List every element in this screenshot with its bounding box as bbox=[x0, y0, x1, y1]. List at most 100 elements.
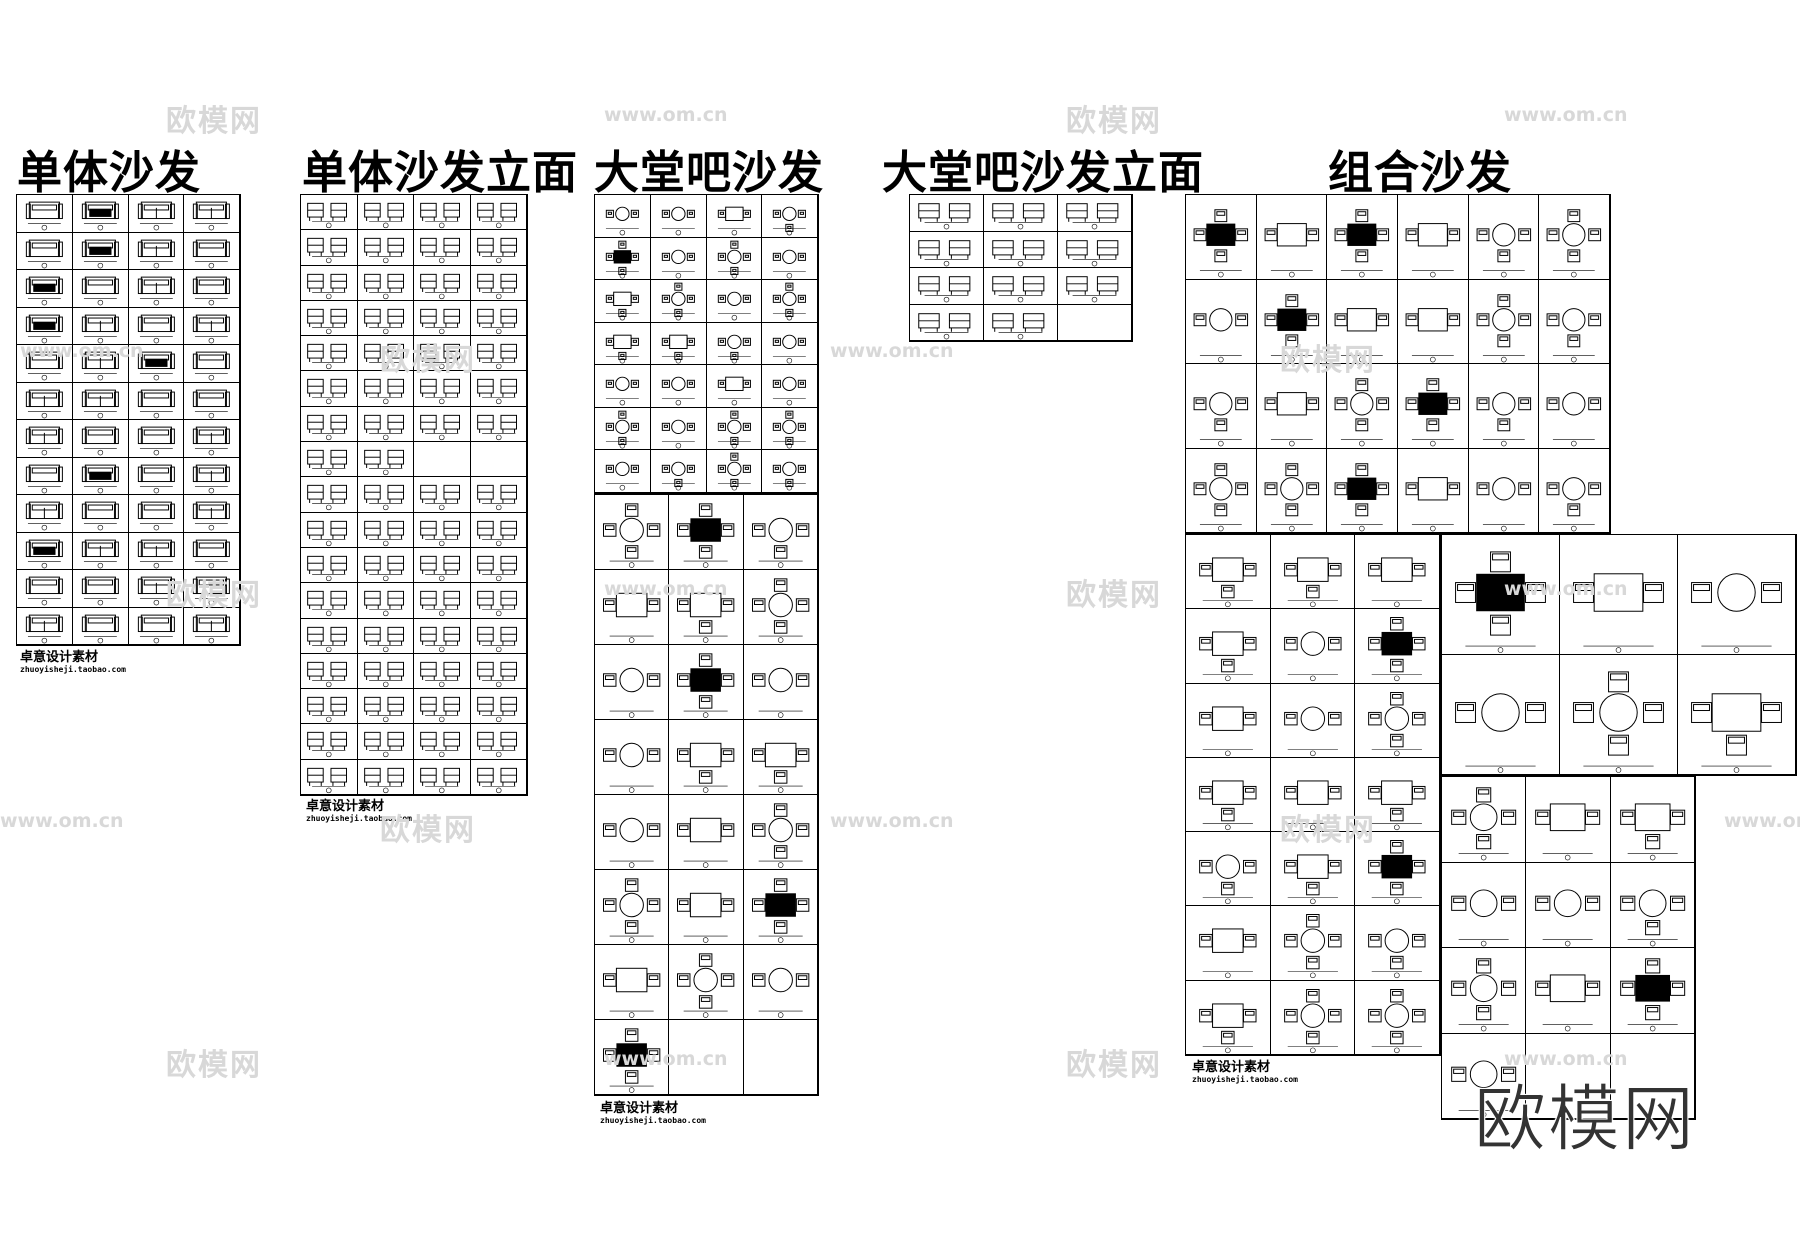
drawing-cell bbox=[595, 945, 670, 1020]
drawing-cell bbox=[1610, 1033, 1695, 1119]
credit-single-sofa: 卓意设计素材 zhuoyisheji.taobao.com bbox=[20, 651, 126, 675]
drawing-cell bbox=[1397, 195, 1469, 280]
drawing-cell bbox=[1539, 364, 1610, 449]
drawing-cell bbox=[301, 406, 358, 443]
furniture-plan-drawing bbox=[773, 462, 807, 491]
drawing-cell bbox=[595, 645, 670, 720]
furniture-plan-drawing bbox=[1066, 203, 1119, 230]
drawing-cell bbox=[1526, 1033, 1611, 1119]
furniture-plan-drawing bbox=[661, 282, 695, 321]
furniture-plan-drawing bbox=[1476, 392, 1531, 447]
furniture-plan-drawing bbox=[307, 520, 348, 546]
drawing-cell bbox=[470, 371, 527, 407]
drawing-cell bbox=[669, 720, 744, 795]
title-lobby-bar-sofa: 大堂吧沙发 bbox=[594, 146, 825, 199]
drawing-cell bbox=[357, 547, 414, 584]
furniture-plan-drawing bbox=[420, 626, 461, 652]
drawing-cell bbox=[706, 195, 763, 238]
drawing-cell bbox=[17, 345, 73, 383]
drawing-cell bbox=[1058, 231, 1132, 268]
furniture-plan-drawing bbox=[193, 389, 231, 418]
furniture-plan-drawing bbox=[81, 539, 119, 568]
furniture-plan-drawing bbox=[1535, 974, 1601, 1032]
furniture-plan-drawing bbox=[476, 732, 517, 758]
drawing-cell bbox=[1526, 777, 1611, 863]
drawing-cell bbox=[470, 689, 527, 725]
watermark-url: www.om.cn bbox=[1724, 810, 1800, 832]
drawing-cell bbox=[1270, 980, 1356, 1055]
furniture-plan-drawing bbox=[25, 614, 63, 643]
furniture-plan-drawing bbox=[918, 276, 971, 303]
furniture-plan-drawing bbox=[605, 376, 639, 406]
drawing-cell bbox=[414, 618, 471, 654]
drawing-cell bbox=[706, 322, 763, 366]
furniture-plan-drawing bbox=[420, 238, 461, 264]
furniture-plan-drawing bbox=[1368, 928, 1426, 979]
furniture-plan-drawing bbox=[476, 555, 517, 582]
drawing-cell bbox=[1442, 535, 1560, 655]
furniture-plan-drawing bbox=[307, 308, 348, 335]
drawing-cell bbox=[414, 689, 471, 725]
drawing-cell bbox=[1270, 906, 1356, 981]
furniture-plan-drawing bbox=[605, 291, 639, 321]
drawing-cell bbox=[357, 477, 414, 513]
furniture-plan-drawing bbox=[25, 201, 63, 231]
drawing-cell bbox=[184, 457, 240, 495]
furniture-plan-drawing bbox=[81, 464, 119, 493]
furniture-plan-drawing bbox=[307, 379, 348, 405]
drawing-cell bbox=[301, 371, 358, 407]
drawing-cell bbox=[743, 570, 818, 645]
drawing-cell bbox=[128, 382, 185, 420]
drawing-cell bbox=[470, 547, 527, 584]
furniture-plan-drawing bbox=[307, 696, 348, 723]
furniture-plan-drawing bbox=[773, 410, 807, 449]
furniture-plan-drawing bbox=[677, 892, 735, 943]
drawing-cell bbox=[184, 382, 240, 420]
sheet-single-sofa bbox=[16, 194, 241, 646]
furniture-plan-drawing bbox=[81, 351, 119, 381]
furniture-plan-drawing bbox=[137, 276, 175, 306]
drawing-cell bbox=[72, 532, 129, 570]
drawing-cell bbox=[72, 495, 129, 533]
drawing-cell bbox=[72, 607, 129, 645]
furniture-plan-drawing bbox=[773, 282, 807, 321]
sheet-combination-sofa-d bbox=[1441, 776, 1696, 1120]
furniture-plan-drawing bbox=[476, 767, 517, 793]
furniture-plan-drawing bbox=[25, 276, 63, 306]
drawing-cell bbox=[72, 570, 129, 608]
drawing-cell bbox=[357, 265, 414, 301]
furniture-plan-drawing bbox=[476, 591, 517, 617]
furniture-plan-drawing bbox=[661, 419, 695, 449]
furniture-plan-drawing bbox=[476, 414, 517, 440]
drawing-cell bbox=[72, 195, 129, 233]
drawing-cell bbox=[414, 724, 471, 760]
drawing-cell bbox=[1442, 862, 1527, 948]
drawing-cell bbox=[414, 653, 471, 690]
furniture-plan-drawing bbox=[1334, 209, 1390, 278]
watermark-url: www.om.cn bbox=[1504, 104, 1628, 126]
drawing-cell bbox=[414, 512, 471, 548]
drawing-cell bbox=[1397, 448, 1469, 533]
drawing-cell bbox=[128, 607, 185, 645]
drawing-cell bbox=[706, 280, 763, 323]
furniture-plan-drawing bbox=[1691, 573, 1782, 653]
drawing-cell bbox=[17, 607, 73, 645]
furniture-plan-drawing bbox=[661, 376, 695, 406]
credit-url: zhuoyisheji.taobao.com bbox=[306, 814, 412, 823]
title-combination-sofa: 组合沙发 bbox=[1328, 146, 1513, 199]
drawing-cell bbox=[357, 689, 414, 725]
furniture-plan-drawing bbox=[420, 379, 461, 405]
furniture-plan-drawing bbox=[1199, 854, 1257, 905]
drawing-cell bbox=[706, 237, 763, 281]
furniture-plan-drawing bbox=[717, 291, 751, 321]
drawing-cell bbox=[128, 270, 185, 308]
furniture-plan-drawing bbox=[420, 273, 461, 299]
watermark-cn: 欧模网 bbox=[1066, 1048, 1162, 1083]
drawing-cell bbox=[17, 307, 73, 345]
drawing-cell bbox=[1058, 268, 1132, 305]
drawing-cell bbox=[470, 724, 527, 760]
furniture-plan-drawing bbox=[1405, 223, 1461, 278]
drawing-cell bbox=[1186, 535, 1271, 610]
drawing-cell bbox=[301, 653, 358, 690]
furniture-plan-drawing bbox=[25, 576, 63, 606]
